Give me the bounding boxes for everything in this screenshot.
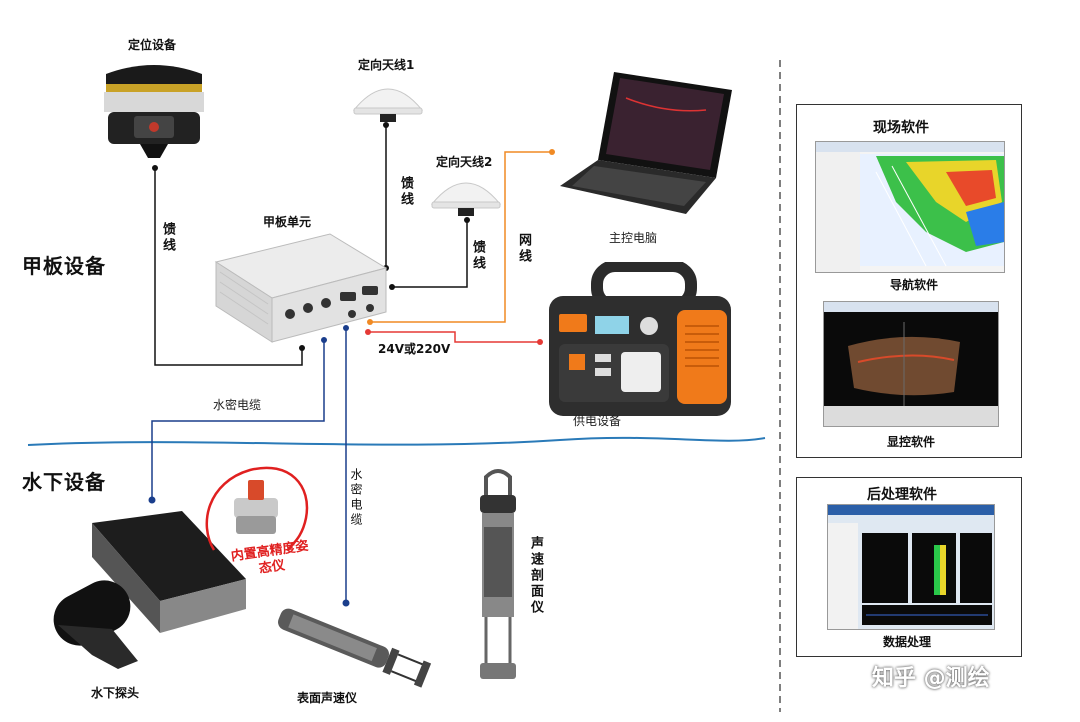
deck-unit-label: 甲板单元 (263, 215, 312, 229)
gnss-label: 定位设备 (128, 38, 177, 52)
power-station-label: 供电设备 (573, 414, 622, 428)
field-software-panel: 现场软件 导航软件 显控软件 (796, 104, 1022, 458)
watertight-head-end-a (321, 337, 327, 343)
display-software-caption: 显控软件 (887, 435, 936, 449)
gnss-receiver-image (104, 65, 204, 158)
power-cable-end-a (365, 329, 371, 335)
underwater-head-label: 水下探头 (91, 686, 140, 700)
antenna1-feeder-end-a (383, 122, 389, 128)
watertight-cable-label-h: 水密电缆 (213, 398, 262, 412)
antenna1-feeder-label: 馈线 (398, 176, 413, 208)
power-cable (368, 331, 540, 343)
deck-unit-image (214, 233, 388, 343)
navigation-software-screenshot (815, 141, 1005, 273)
antenna1-label: 定向天线1 (358, 58, 415, 72)
data-processing-caption: 数据处理 (883, 635, 932, 649)
watertight-head-end-b (148, 496, 156, 504)
antenna2-feeder-end-a (464, 217, 470, 223)
surface-sv-image (278, 608, 432, 688)
navigation-software-caption: 导航软件 (890, 278, 939, 292)
underwater-head-image (53, 511, 246, 669)
display-software-screenshot (823, 301, 999, 427)
gnss-feeder-end-b (299, 345, 305, 351)
post-processing-panel: 后处理软件 数据处理 (796, 477, 1022, 657)
antenna1-image (352, 88, 424, 122)
power-voltage-label: 24V或220V (378, 342, 451, 356)
watermark: 知乎 @测绘 (872, 666, 990, 691)
watertight-cable-label-v: 水密电缆 (349, 468, 363, 528)
antenna2-label: 定向天线2 (436, 155, 493, 169)
watertight-sv-end-a (343, 325, 349, 331)
water-surface-line (27, 436, 766, 446)
section-underwater-label: 水下设备 (22, 470, 106, 494)
post-processing-title: 后处理软件 (867, 487, 937, 503)
gnss-feeder-label: 馈线 (160, 222, 175, 254)
network-cable (370, 151, 552, 323)
watertight-sv-end-b (342, 599, 350, 607)
network-cable-end-a (367, 319, 373, 325)
power-station-image (549, 262, 731, 416)
gnss-feeder-cable (154, 168, 303, 366)
svp-label: 声速剖面仪 (528, 536, 543, 616)
laptop-label: 主控电脑 (609, 231, 658, 245)
surface-sv-label: 表面声速仪 (297, 691, 358, 705)
section-deck-label: 甲板设备 (22, 254, 106, 278)
antenna2-image (430, 182, 502, 216)
network-cable-label: 网线 (516, 233, 531, 265)
watertight-cable-head (151, 340, 325, 500)
gnss-feeder-end-a (152, 165, 158, 171)
power-cable-end-b (537, 339, 543, 345)
svp-image (480, 469, 516, 679)
antenna2-feeder-end-b (389, 284, 395, 290)
network-cable-end-b (549, 149, 555, 155)
antenna2-feeder-label: 馈线 (470, 240, 485, 272)
imu-callout-image (205, 466, 309, 551)
field-software-title: 现场软件 (873, 120, 929, 136)
laptop-image (560, 72, 732, 214)
data-processing-screenshot (827, 504, 995, 630)
antenna2-feeder-cable (392, 220, 468, 288)
